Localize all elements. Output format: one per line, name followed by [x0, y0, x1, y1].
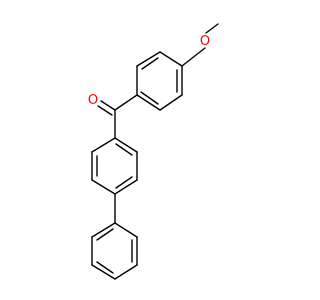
bond-methyl-oxygen — [205, 23, 219, 34]
biphenyl-inner-ring — [91, 137, 138, 195]
carbonyl-oxygen-label: O — [88, 93, 98, 108]
carbonyl-double-bond — [97, 100, 116, 116]
methoxyphenyl-ring — [136, 51, 183, 111]
structure-canvas: O O — [87, 23, 219, 280]
bond-ring-carbonyl — [114, 94, 138, 111]
ether-oxygen-label: O — [200, 34, 210, 49]
bond-oxygen-ring — [181, 47, 206, 67]
terminal-phenyl-ring — [91, 222, 138, 280]
bonds — [91, 23, 219, 280]
